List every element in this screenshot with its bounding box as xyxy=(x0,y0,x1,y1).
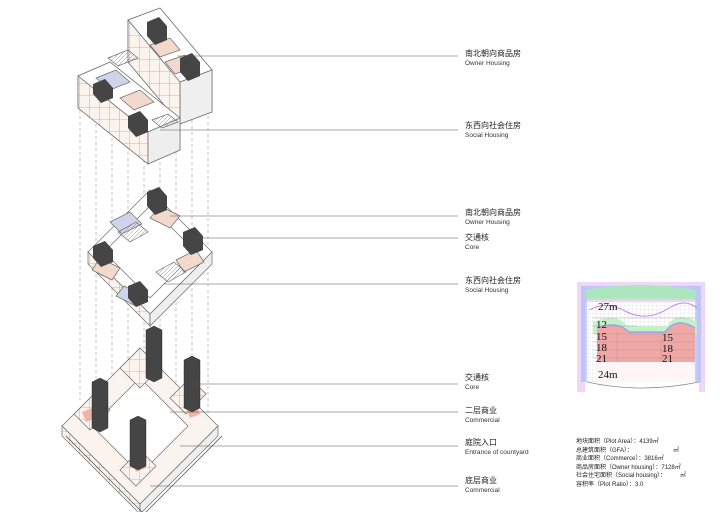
label-zh: 南北朝向商品房 xyxy=(465,208,521,217)
label-en: Owner Housing xyxy=(465,60,510,68)
stat-row: 地块面积（Plot Area）：4139㎡ xyxy=(576,438,686,447)
site-statistics: 地块面积（Plot Area）：4139㎡ 总建筑面积（GFA）： ㎡ 商业面积（… xyxy=(576,438,686,490)
stat-row: 社会住宅面积（Social housing）： ㎡ xyxy=(576,472,686,481)
label-en: Core xyxy=(465,244,480,252)
label-social-housing-mid: 东西向社会住房 Social Housing xyxy=(465,276,521,295)
label-core-mid: 交通核 Core xyxy=(465,233,489,252)
stat-row: 商品房面积（Owner housing）：7128㎡ xyxy=(576,464,686,473)
stat-value: 3816㎡ xyxy=(644,456,664,463)
label-en: Commercial xyxy=(465,487,500,495)
label-core-bottom: 交通核 Core xyxy=(465,373,489,392)
label-zh: 南北朝向商品房 xyxy=(465,49,521,58)
middle-housing-ring xyxy=(87,189,213,327)
stat-value: 4139㎡ xyxy=(639,439,659,445)
stat-value: 3.0 xyxy=(635,481,644,488)
stat-label: 容积率（Plot Ratio）： xyxy=(576,481,636,488)
height-value: 15 xyxy=(662,332,673,344)
top-housing-block xyxy=(77,7,213,165)
leader-lines xyxy=(150,55,458,487)
label-ground-floor-commercial: 底层商业 Commercial xyxy=(465,476,500,495)
height-value: 18 xyxy=(662,343,673,355)
label-en: Core xyxy=(465,384,480,392)
label-en: Entrance of countyard xyxy=(465,449,529,457)
label-courtyard-entrance: 庭院入口 Entrance of countyard xyxy=(465,438,529,457)
core-icon xyxy=(93,187,203,307)
stat-label: 商业面积（Commerce）： xyxy=(576,456,645,463)
height-map: 27m 12 15 18 21 24m 15 18 21 xyxy=(577,282,705,392)
label-en: Social Housing xyxy=(465,132,509,140)
stat-row: 总建筑面积（GFA）： ㎡ xyxy=(576,447,686,456)
stat-label: 地块面积（Plot Area）： xyxy=(576,439,640,445)
height-value: 27m xyxy=(598,301,618,313)
label-zh: 庭院入口 xyxy=(465,438,497,447)
height-value: 21 xyxy=(596,353,607,365)
height-value: 12 xyxy=(596,319,607,331)
height-value: 18 xyxy=(596,342,607,354)
stat-row: 商业面积（Commerce）：3816㎡ xyxy=(576,455,686,464)
stat-unit: ㎡ xyxy=(673,447,680,454)
site-dimension-line xyxy=(65,435,223,512)
label-owner-housing-mid: 南北朝向商品房 Owner Housing xyxy=(465,208,521,227)
label-zh: 交通核 xyxy=(465,373,489,382)
stat-label: 总建筑面积（GFA）： xyxy=(576,447,634,454)
height-value: 15 xyxy=(596,331,607,343)
label-social-housing-top: 东西向社会住房 Social Housing xyxy=(465,121,521,140)
height-value: 24m xyxy=(598,369,618,381)
label-zh: 东西向社会住房 xyxy=(465,276,521,285)
label-en: Social Housing xyxy=(465,287,509,295)
height-value: 21 xyxy=(662,353,673,365)
label-owner-housing-top: 南北朝向商品房 Owner Housing xyxy=(465,49,521,68)
stat-row: 容积率（Plot Ratio）：3.0 xyxy=(576,481,686,490)
core-icon xyxy=(91,325,201,471)
stat-label: 商品房面积（Owner housing）： xyxy=(576,464,662,471)
stat-label: 社会住宅面积（Social housing）： xyxy=(576,473,667,480)
label-zh: 底层商业 xyxy=(465,476,497,485)
label-zh: 交通核 xyxy=(465,233,489,242)
stat-unit: ㎡ xyxy=(680,473,687,480)
label-en: Owner Housing xyxy=(465,219,510,227)
core-icon xyxy=(93,17,200,137)
stat-value: 7128㎡ xyxy=(661,464,681,471)
label-en: Commercial xyxy=(465,417,500,425)
label-second-floor-commercial: 二层商业 Commercial xyxy=(465,406,500,425)
label-zh: 二层商业 xyxy=(465,406,497,415)
label-zh: 东西向社会住房 xyxy=(465,121,521,130)
